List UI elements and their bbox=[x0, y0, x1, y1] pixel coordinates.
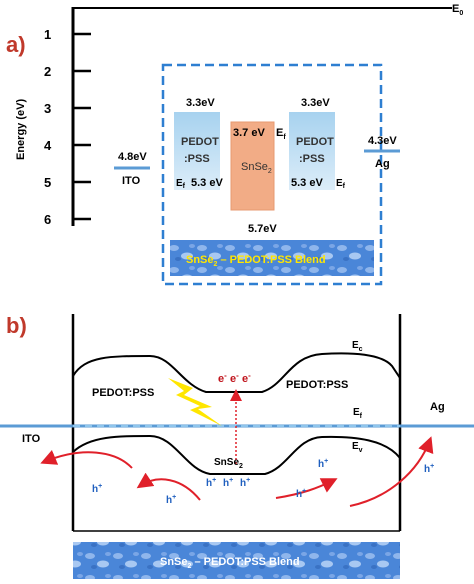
pedot-right-fermi: Ef bbox=[336, 178, 346, 190]
hole-7: h+ bbox=[296, 488, 306, 500]
valence-band bbox=[72, 434, 401, 475]
snse2-band bbox=[230, 121, 275, 211]
snse2-label-b: SnSe2 bbox=[214, 457, 243, 470]
holes: h+ h+ h+ h+ h+ h+ h+ h+ bbox=[92, 458, 434, 506]
pedot-right-bottom: 5.3 eV bbox=[291, 177, 323, 189]
hole-transfer-arrows bbox=[40, 436, 434, 507]
snse2-name: SnSe2 bbox=[241, 161, 272, 175]
blend-strip-a bbox=[170, 240, 374, 276]
hole-arrow-right bbox=[275, 478, 338, 499]
ef-label: Ef bbox=[353, 407, 363, 420]
panel-b: b) Ec Ef Ev PEDOT:PSS PEDOT:PSS SnSe2 IT… bbox=[0, 313, 474, 579]
ito-value: 4.8eV bbox=[118, 151, 147, 163]
ev-label: Ev bbox=[352, 441, 363, 454]
blend-strip-b bbox=[73, 542, 400, 579]
hole-1: h+ bbox=[92, 483, 102, 495]
pedot-left-name-2: :PSS bbox=[184, 153, 210, 165]
hole-arrow-ag bbox=[349, 436, 434, 507]
pedot-left-bottom: 5.3 eV bbox=[191, 177, 223, 189]
panel-a: a) E0 1 2 3 4 5 6 Energy (eV) 4.8eV ITO … bbox=[6, 3, 463, 286]
vacuum-level-label: E0 bbox=[452, 3, 463, 17]
ag-label-b: Ag bbox=[430, 401, 445, 413]
pedot-left-label-b: PEDOT:PSS bbox=[92, 387, 154, 399]
device-box bbox=[161, 63, 383, 286]
ag-value: 4.3eV bbox=[368, 135, 397, 147]
hole-8: h+ bbox=[424, 463, 434, 475]
ec-label: Ec bbox=[352, 340, 363, 353]
electron-3: e- bbox=[242, 371, 251, 385]
light-flash-icon bbox=[168, 378, 222, 426]
ito-label-b: ITO bbox=[22, 433, 41, 445]
pedot-left-band bbox=[174, 112, 220, 190]
ag-label: Ag bbox=[375, 158, 390, 170]
pedot-left-name-1: PEDOT bbox=[181, 136, 219, 148]
pedot-left-fermi: Ef bbox=[176, 178, 186, 190]
tick-label-5: 5 bbox=[44, 175, 51, 190]
hole-3: h+ bbox=[206, 477, 216, 489]
pedot-right-name-1: PEDOT bbox=[296, 136, 334, 148]
ito-label: ITO bbox=[122, 175, 141, 187]
pedot-right-band bbox=[289, 112, 335, 190]
pedot-right-top: 3.3eV bbox=[301, 97, 330, 109]
pedot-left-top: 3.3eV bbox=[186, 97, 215, 109]
snse2-fermi: Ef bbox=[276, 127, 286, 141]
pedot-right-label-b: PEDOT:PSS bbox=[286, 379, 348, 391]
conduction-band bbox=[72, 352, 401, 393]
hole-arrow-left bbox=[136, 472, 201, 501]
panel-a-label: a) bbox=[6, 32, 26, 57]
hole-arrow-ito bbox=[40, 449, 133, 469]
electrons: e- e- e- bbox=[218, 371, 251, 385]
tick-label-6: 6 bbox=[44, 212, 51, 227]
hole-5: h+ bbox=[240, 477, 250, 489]
tick-label-3: 3 bbox=[44, 101, 51, 116]
electron-1: e- bbox=[218, 371, 227, 385]
tick-label-4: 4 bbox=[44, 138, 52, 153]
panel-b-label: b) bbox=[6, 313, 27, 338]
snse2-bottom: 5.7eV bbox=[248, 223, 277, 235]
snse2-top: 3.7 eV bbox=[233, 127, 265, 139]
pedot-right-name-2: :PSS bbox=[299, 153, 325, 165]
y-axis-label: Energy (eV) bbox=[15, 99, 27, 160]
axis-ticks: 1 2 3 4 5 6 bbox=[44, 27, 91, 227]
hole-2: h+ bbox=[166, 494, 176, 506]
electron-2: e- bbox=[230, 371, 239, 385]
tick-label-2: 2 bbox=[44, 64, 51, 79]
hole-4: h+ bbox=[223, 477, 233, 489]
hole-6: h+ bbox=[318, 458, 328, 470]
blend-label-a: SnSe2 – PEDOT:PSS Blend bbox=[186, 254, 326, 268]
blend-label-b: SnSe2 – PEDOT:PSS Blend bbox=[160, 556, 300, 570]
tick-label-1: 1 bbox=[44, 27, 51, 42]
